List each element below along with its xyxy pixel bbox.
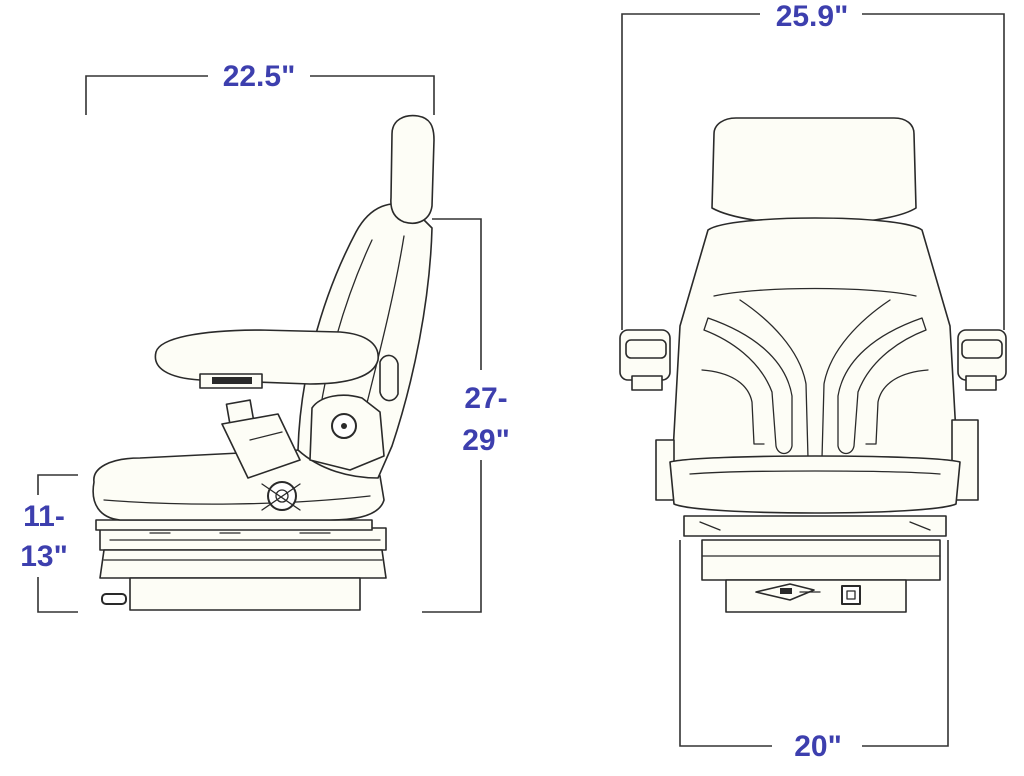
seat-belt-buckle-icon xyxy=(221,399,301,479)
side-headrest xyxy=(390,114,435,224)
backrest-stitch-pattern xyxy=(701,299,929,459)
weight-indicator-icon xyxy=(841,585,861,605)
suspension-adjust-handle-icon xyxy=(755,583,821,601)
overall-height-dimension: 27- 29" xyxy=(422,218,515,613)
seat-height-label-line2: 13" xyxy=(20,540,68,573)
base-width-label: 20" xyxy=(794,730,842,763)
seat-height-dimension: 11- 13" xyxy=(14,474,78,613)
recline-lever-icon xyxy=(379,354,399,402)
armrest-width-label: 25.9" xyxy=(776,0,849,33)
height-label-line2: 29" xyxy=(462,424,510,457)
side-suspension-base xyxy=(99,527,387,611)
side-armrest xyxy=(154,329,379,385)
front-suspension-base xyxy=(683,515,947,613)
height-adjust-mechanism xyxy=(261,481,301,511)
recline-pivot-icon xyxy=(309,394,385,471)
front-right-armrest xyxy=(957,329,1007,391)
base-width-dimension: 20" xyxy=(679,540,949,763)
depth-dimension: 22.5" xyxy=(85,60,435,115)
front-headrest xyxy=(711,117,917,225)
depth-label: 22.5" xyxy=(223,60,296,93)
front-view: 25.9" 20" xyxy=(619,0,1007,763)
seat-height-label-line1: 11- xyxy=(23,500,65,533)
seat-slide-rail xyxy=(95,519,373,531)
front-left-armrest xyxy=(619,329,671,391)
side-view: 22.5" 27- 29" 11- 13" xyxy=(14,60,515,613)
side-seat-cushion xyxy=(92,448,385,521)
armrest-width-dimension: 25.9" xyxy=(621,0,1005,330)
front-seat-cushion xyxy=(669,455,961,514)
front-backrest xyxy=(671,217,959,480)
height-label-line1: 27- xyxy=(464,382,507,415)
